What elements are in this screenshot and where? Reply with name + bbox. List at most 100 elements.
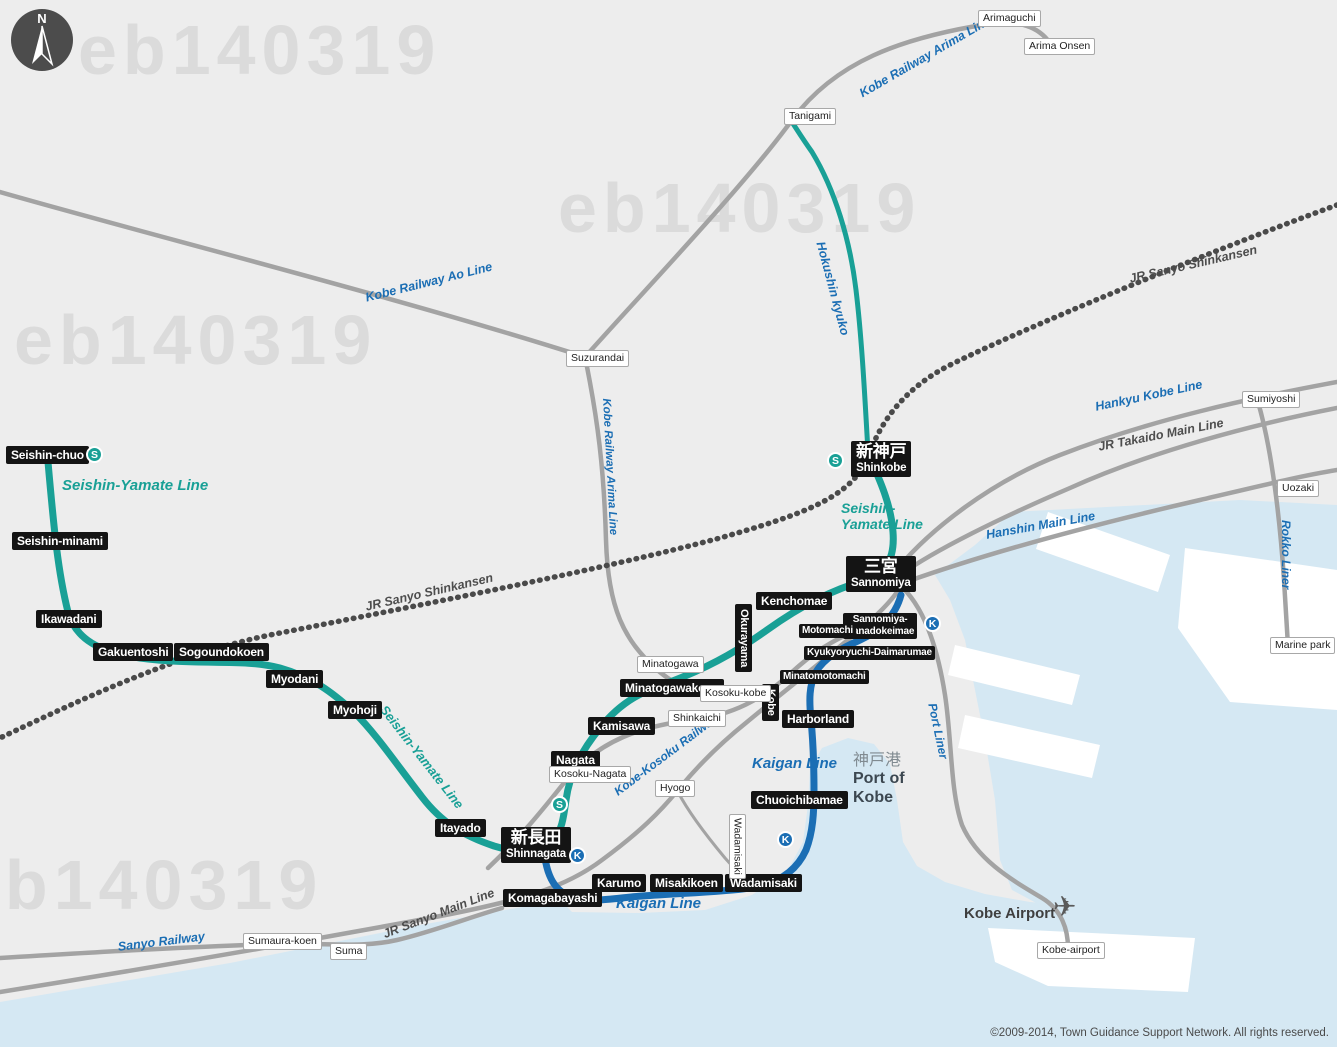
- station-name: Gakuentoshi: [98, 645, 169, 659]
- station-label-sumaura-koen: Sumaura-koen: [243, 933, 322, 950]
- station-name-romaji: Hanadokeimae: [846, 626, 915, 637]
- station-name: Myodani: [271, 672, 319, 686]
- station-name-romaji: Shinnagata: [506, 847, 566, 860]
- station-name: Motomachi: [802, 625, 853, 636]
- port-island-pier-1: [948, 645, 1080, 705]
- watermark-text: eb140319: [14, 301, 378, 379]
- station-name: 三宮: [863, 557, 898, 576]
- station-name: Hyogo: [660, 782, 691, 794]
- station-label-itayado: Itayado: [435, 819, 486, 838]
- station-name: 新神戸: [856, 442, 907, 461]
- station-name: Kamisawa: [593, 719, 651, 733]
- station-label-ikawadani: Ikawadani: [36, 610, 102, 629]
- station-name: Tanigami: [789, 110, 832, 122]
- line-label-hankyu-kobe-line: Hankyu Kobe Line: [1094, 377, 1204, 414]
- station-label-komagabayashi: Komagabayashi: [503, 889, 603, 908]
- kobe-railway-ao-line-path: [0, 189, 588, 360]
- station-label-arimaguchi: Arimaguchi: [978, 10, 1041, 27]
- station-label-seishin-chuo: Seishin-chuo: [6, 446, 89, 465]
- station-name: Arimaguchi: [983, 12, 1036, 24]
- port-liner-path: [900, 585, 1071, 951]
- line-label-kobe-railway-ao-line: Kobe Railway Ao Line: [364, 259, 494, 305]
- station-name: Itayado: [440, 821, 481, 835]
- station-label-suma: Suma: [330, 943, 368, 960]
- rokko-liner-path: [1255, 399, 1291, 649]
- station-name: Okurayama: [738, 609, 751, 668]
- rokko-island: [1178, 548, 1337, 710]
- station-label-myodani: Myodani: [266, 670, 324, 689]
- line-label-port-liner: Port Liner: [925, 701, 951, 761]
- compass-needle-east: [41, 25, 54, 67]
- station-label-chuoichibamae: Chuoichibamae: [751, 791, 848, 810]
- station-name: Misakikoen: [655, 876, 718, 890]
- watermark-text: eb140319: [78, 11, 442, 89]
- jr-takaido-main-line-path: [897, 405, 1337, 578]
- line-symbol-s-badge: S: [86, 446, 103, 463]
- station-name: Seishin-chuo: [11, 448, 84, 462]
- station-name: Kyukyoryuchi-Daimarumae: [807, 647, 932, 658]
- line-label-seishin-yamate-line-east: Seishin- Yamate Line: [841, 500, 923, 533]
- station-name-romaji: Shinkobe: [856, 461, 907, 474]
- station-label-minatomotomachi: Minatomotomachi: [780, 670, 869, 684]
- line-symbol-k-badge: K: [569, 847, 586, 864]
- station-label-sumiyoshi: Sumiyoshi: [1242, 391, 1301, 408]
- line-label-sanyo-railway: Sanyo Railway: [117, 929, 206, 954]
- station-label-kobe-airport: Kobe-airport: [1037, 942, 1105, 959]
- hokushin-kyuko-path: [787, 116, 871, 455]
- line-label-kaigan-line-north: Kaigan Line: [752, 755, 838, 772]
- station-label-suzurandai: Suzurandai: [566, 350, 630, 367]
- station-name: Sumaura-koen: [248, 935, 317, 947]
- airplane-icon: ✈: [1053, 891, 1077, 922]
- station-name: Kosoku-Nagata: [554, 768, 627, 780]
- port-island-pier-2: [958, 715, 1100, 778]
- station-label-myohoji: Myohoji: [328, 701, 382, 720]
- station-label-kosoku-nagata: Kosoku-Nagata: [549, 766, 632, 783]
- station-label-shinkaichi: Shinkaichi: [668, 710, 726, 727]
- station-name: Sumiyoshi: [1247, 393, 1296, 405]
- port-of-kobe-label: 神戸港 Port of Kobe: [853, 752, 905, 807]
- station-label-kosoku-kobe: Kosoku-kobe: [700, 685, 772, 702]
- station-label-gakuentoshi: Gakuentoshi: [93, 643, 174, 662]
- station-name: Nagata: [556, 753, 595, 767]
- station-label-marine-park: Marine park: [1270, 637, 1336, 654]
- station-label-misakikoen: Misakikoen: [650, 874, 723, 893]
- station-name: Komagabayashi: [508, 891, 598, 905]
- hanshin-main-line-path: [900, 467, 1337, 586]
- station-name: Marine park: [1275, 639, 1331, 651]
- station-name: Suzurandai: [571, 352, 625, 364]
- station-name: Chuoichibamae: [756, 793, 843, 807]
- station-label-kamisawa: Kamisawa: [588, 717, 656, 736]
- station-label-minatogawa: Minatogawa: [637, 656, 704, 673]
- line-label-hanshin-main-line: Hanshin Main Line: [985, 508, 1097, 542]
- station-label-harborland: Harborland: [782, 710, 855, 729]
- line-symbol-s-badge: S: [827, 452, 844, 469]
- station-label-karumo: Karumo: [592, 874, 647, 893]
- station-name: 新長田: [510, 828, 562, 847]
- station-name: Kobe-airport: [1042, 944, 1100, 956]
- line-label-rokko-liner: Rokko Liner: [1279, 520, 1293, 590]
- station-name: Harborland: [787, 712, 850, 726]
- station-label-uozaki: Uozaki: [1277, 480, 1320, 497]
- station-label-motomachi: Motomachi: [799, 624, 856, 638]
- station-name: Kenchomae: [761, 594, 828, 608]
- port-of-kobe-en-line1: Port of: [853, 770, 905, 788]
- line-label-kobe-railway-arima-line-north: Kobe Railway Arima Line: [857, 13, 993, 101]
- station-label-sogoundokoen: Sogoundokoen: [174, 643, 269, 662]
- line-label-hokushin-kyuko: Hokushin kyuko: [813, 240, 852, 337]
- station-label-nagata: Nagata: [551, 751, 600, 770]
- station-label-arima-onsen: Arima Onsen: [1024, 38, 1096, 55]
- compass-graphic: [11, 9, 73, 71]
- station-name: Sannomiya-: [852, 614, 908, 625]
- line-label-kobe-railway-arima-line-mid: Kobe Railway Arima Line: [600, 398, 620, 536]
- station-name: Uozaki: [1282, 482, 1315, 494]
- station-label-tanigami: Tanigami: [784, 108, 837, 125]
- station-name: Myohoji: [333, 703, 377, 717]
- station-label-seishin-minami: Seishin-minami: [12, 532, 108, 551]
- station-name: Suma: [335, 945, 363, 957]
- port-of-kobe-en-line2: Kobe: [853, 788, 893, 806]
- station-label-okurayama: Okurayama: [735, 604, 753, 673]
- station-name: Wadamisaki: [731, 818, 744, 875]
- station-name: Minatomotomachi: [783, 671, 866, 682]
